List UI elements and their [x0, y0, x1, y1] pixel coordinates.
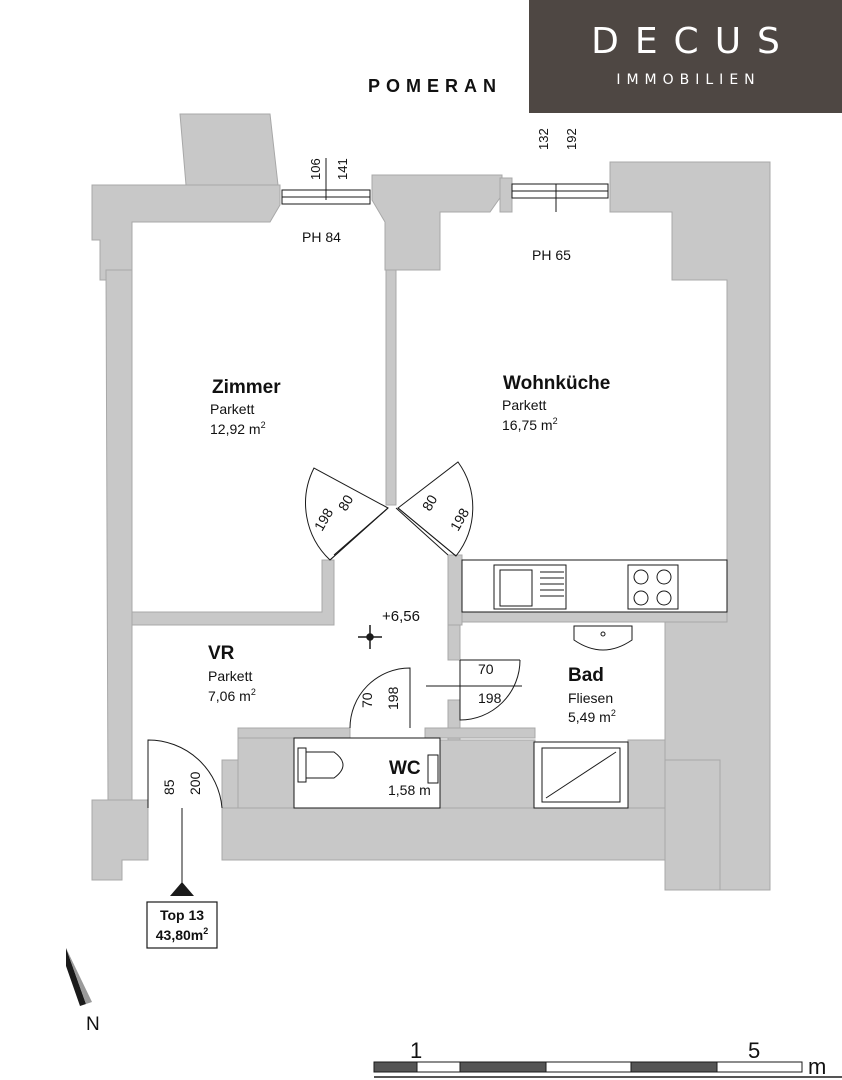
wc-basin: [427, 754, 439, 784]
room-floor-bad: Fliesen: [568, 690, 613, 706]
wall-bottom: [91, 799, 149, 881]
brand-logo: DECUS IMMOBILIEN: [529, 0, 842, 113]
room-name-vr: VR: [208, 643, 235, 664]
room-floor-zimmer: Parkett: [210, 401, 254, 417]
door-width-wc: 70: [359, 692, 375, 708]
scale-unit: m: [808, 1054, 826, 1079]
wall-wc-left: [237, 727, 295, 809]
bad-washbasin: [573, 625, 633, 651]
wall-bottom-center: [221, 807, 666, 861]
wall-zimmer-bottom: [131, 559, 335, 626]
wall-partition-center: [385, 269, 397, 506]
room-area-wohnkueche: 16,75 m2: [502, 416, 558, 433]
room-name-bad: Bad: [568, 665, 604, 686]
wc-room: [293, 737, 441, 809]
entrance-arrow: [170, 882, 194, 896]
wall-top-left-stub: [179, 113, 279, 186]
door-height-zimmer: 198: [311, 505, 337, 533]
windows: [281, 158, 609, 212]
door-height-wohnkueche: 198: [447, 505, 473, 533]
room-area-vr: 7,06 m2: [208, 687, 256, 704]
fixtures: [293, 559, 728, 809]
door-swing-wohnkueche: [397, 461, 474, 557]
wall-bath-lower: [439, 739, 536, 809]
door-height-wc: 198: [385, 686, 401, 710]
door-width-entrance: 85: [161, 779, 177, 795]
wall-kitchen-bad: [461, 611, 728, 623]
scale-bar: [373, 1061, 842, 1078]
scale-end: 5: [748, 1038, 760, 1063]
doors: [147, 461, 522, 888]
door-swing-entrance: [147, 739, 223, 809]
wall-window-mid: [499, 177, 513, 213]
room-area-zimmer: 12,92 m2: [210, 420, 266, 437]
door-swing-zimmer: [305, 467, 389, 561]
unit-box: [146, 901, 218, 949]
parapet-wohnkueche: PH 65: [532, 247, 571, 263]
brand-tagline: IMMOBILIEN: [616, 72, 761, 88]
door-swing-wc: [349, 667, 411, 729]
door-height-bad: 198: [478, 690, 502, 706]
level-value: +6,56: [382, 608, 420, 625]
parapet-zimmer: PH 84: [302, 229, 341, 245]
room-name-wc: WC: [389, 758, 421, 779]
kitchen-stove: [627, 564, 679, 610]
window-dim-right-b: 192: [564, 128, 579, 150]
room-floor-wohnkueche: Parkett: [502, 397, 546, 413]
wall-bottom-right: [664, 759, 721, 891]
wall-entrance-right: [221, 759, 239, 809]
window-dim-left-b: 141: [335, 158, 350, 180]
level-marker: [358, 625, 382, 649]
room-name-zimmer: Zimmer: [212, 377, 281, 398]
north-arrow: [66, 948, 92, 1006]
room-floor-vr: Parkett: [208, 668, 252, 684]
unit-label: Top 13: [160, 907, 204, 923]
wall-top-left: [91, 184, 281, 281]
wall-left: [105, 269, 133, 801]
door-height-entrance: 200: [187, 771, 203, 795]
door-width-zimmer: 80: [335, 492, 357, 514]
wall-bad-left: [447, 624, 461, 661]
room-area-wc: 1,58 m: [388, 782, 431, 798]
kitchen-counter: [461, 559, 728, 613]
wall-top-middle: [371, 174, 503, 271]
window-dim-left-a: 106: [308, 158, 323, 180]
street-name: POMERAN: [368, 76, 502, 96]
wc-toilet: [305, 751, 344, 779]
room-name-wohnkueche: Wohnküche: [503, 373, 610, 394]
brand-name: DECUS: [591, 21, 796, 62]
wall-wc-top: [237, 727, 351, 739]
wall-wohn-bottom-left: [447, 554, 463, 626]
window-dim-right-a: 132: [536, 128, 551, 150]
wall-bath-right: [627, 739, 666, 809]
kitchen-sink: [493, 564, 567, 610]
door-width-bad: 70: [478, 661, 494, 677]
north-label: N: [86, 1014, 100, 1035]
door-swing-bad: [459, 659, 521, 721]
unit-area: 43,80m2: [156, 926, 209, 943]
scale-start: 1: [410, 1038, 422, 1063]
door-width-wohnkueche: 80: [419, 492, 441, 514]
room-area-bad: 5,49 m2: [568, 708, 616, 725]
wall-wc-top-right: [424, 727, 536, 739]
